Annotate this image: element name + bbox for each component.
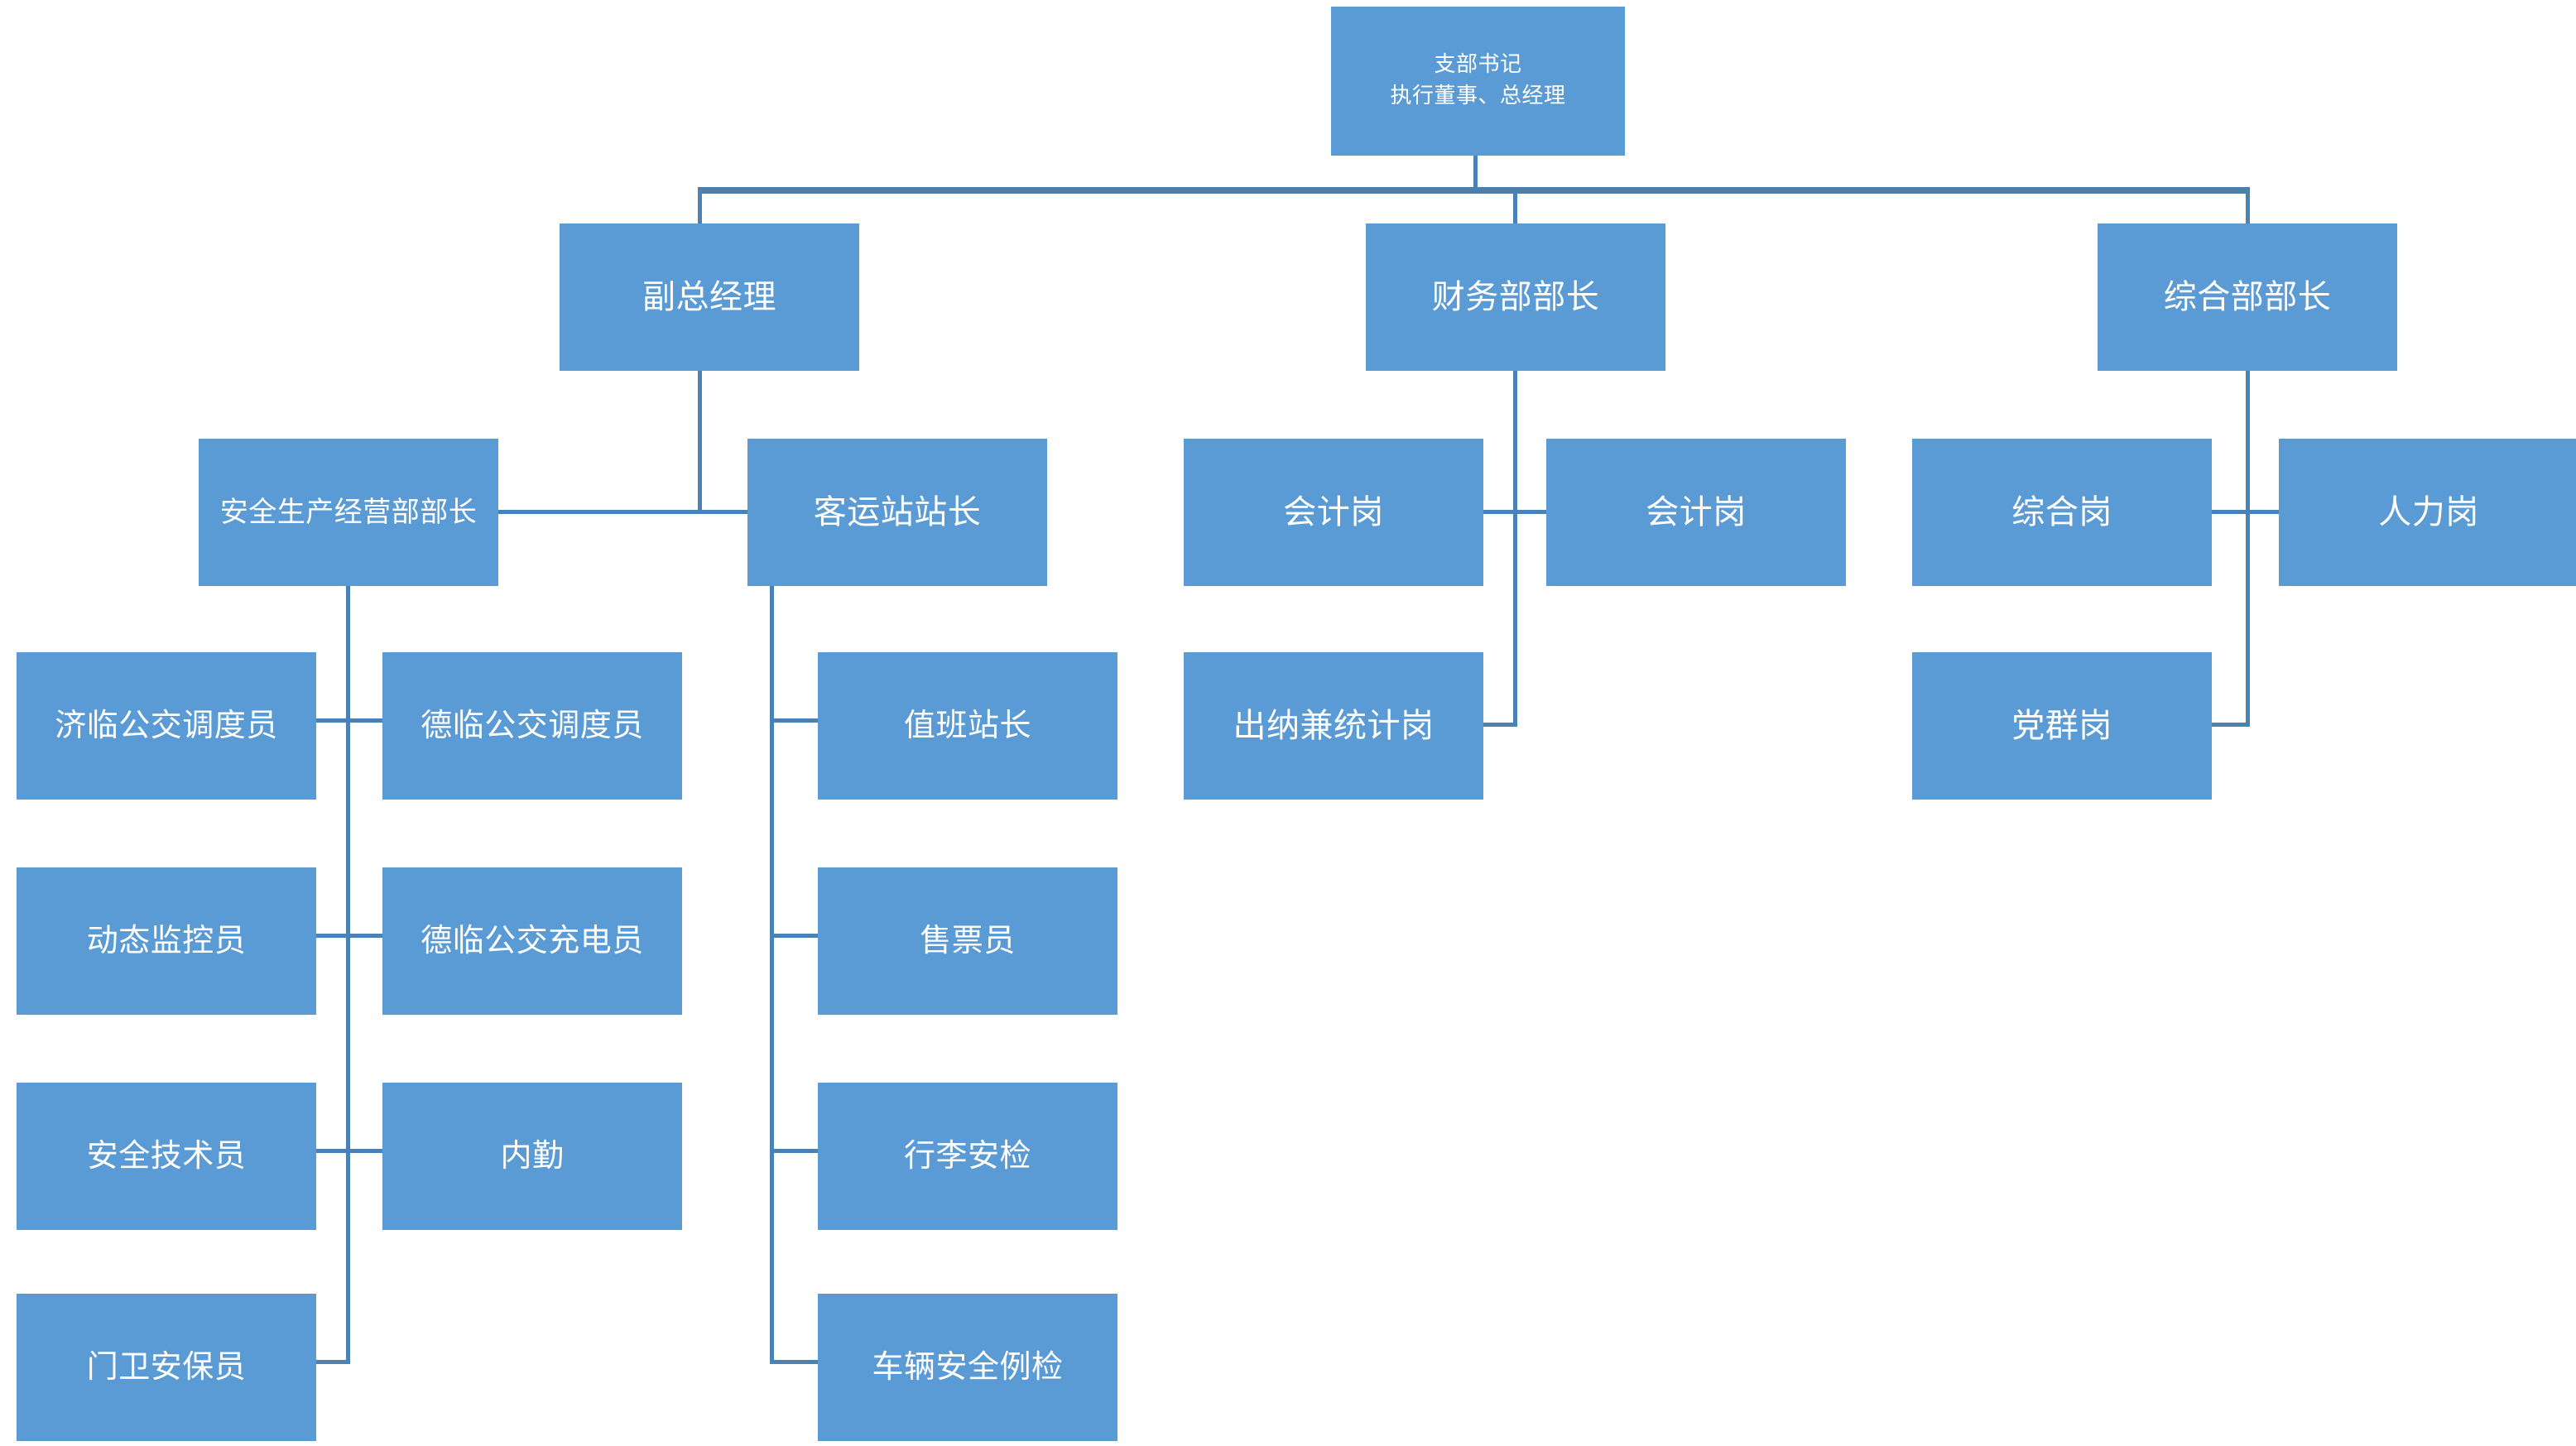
node-safety-production-head-label: 安全生产经营部部长	[219, 495, 478, 529]
node-delin-bus-dispatcher-label: 德临公交调度员	[421, 707, 644, 744]
node-delin-bus-charger[interactable]: 德临公交充电员	[382, 867, 682, 1015]
node-dynamic-monitor-label: 动态监控员	[86, 922, 247, 959]
node-delin-bus-dispatcher[interactable]: 德临公交调度员	[382, 652, 682, 800]
node-baggage-security-check[interactable]: 行李安检	[818, 1083, 1117, 1230]
node-human-resources-post-label: 人力岗	[2378, 493, 2479, 531]
node-admin-department-head[interactable]: 综合部部长	[2098, 223, 2397, 371]
node-gate-security-guard-label: 门卫安保员	[86, 1348, 247, 1386]
node-party-mass-work-post-label: 党群岗	[2011, 707, 2112, 745]
connector-admin-spine	[2246, 371, 2250, 727]
node-station-master-label: 客运站站长	[813, 493, 982, 531]
node-delin-bus-charger-label: 德临公交充电员	[421, 922, 644, 959]
connector-finance-stub-right-1	[1513, 510, 1546, 514]
node-general-affairs-post-label: 综合岗	[2011, 493, 2112, 531]
connector-safety-stub-left-3	[316, 1149, 349, 1153]
node-accountant-post-1-label: 会计岗	[1283, 493, 1384, 531]
connector-safety-stub-right-2	[346, 934, 382, 938]
connector-vice-gm-spine	[698, 371, 702, 513]
connector-root-stem	[1473, 154, 1478, 190]
connector-level2-bus	[698, 187, 2250, 194]
connector-admin-stub-left-1	[2212, 510, 2248, 514]
node-office-clerk-label: 内勤	[500, 1137, 565, 1175]
node-ticket-seller-label: 售票员	[920, 922, 1016, 959]
node-vehicle-safety-inspection-label: 车辆安全例检	[872, 1348, 1064, 1386]
node-duty-station-master[interactable]: 值班站长	[818, 652, 1117, 800]
connector-finance-stub-left-1	[1482, 510, 1516, 514]
connector-drop-admin	[2246, 190, 2250, 225]
node-office-clerk[interactable]: 内勤	[382, 1083, 682, 1230]
connector-finance-stub-cashier	[1482, 723, 1516, 727]
connector-drop-vice-gm	[698, 190, 702, 225]
node-party-mass-work-post[interactable]: 党群岗	[1912, 652, 2212, 800]
node-finance-department-head[interactable]: 财务部部长	[1366, 223, 1665, 371]
node-safety-technician[interactable]: 安全技术员	[17, 1083, 316, 1230]
node-safety-production-head[interactable]: 安全生产经营部部长	[199, 439, 498, 586]
connector-safety-stub-left-1	[316, 718, 349, 723]
connector-station-spine	[770, 586, 774, 1364]
node-vice-general-manager-label: 副总经理	[642, 278, 776, 316]
connector-safety-stub-left-4	[316, 1360, 349, 1364]
node-accountant-post-2[interactable]: 会计岗	[1546, 439, 1846, 586]
node-jilin-bus-dispatcher[interactable]: 济临公交调度员	[17, 652, 316, 800]
node-accountant-post-1[interactable]: 会计岗	[1184, 439, 1483, 586]
connector-safety-spine	[346, 586, 350, 1364]
node-baggage-security-check-label: 行李安检	[903, 1137, 1031, 1175]
node-duty-station-master-label: 值班站长	[903, 707, 1031, 744]
node-accountant-post-2-label: 会计岗	[1646, 493, 1747, 531]
connector-station-stub-1	[770, 718, 818, 723]
node-jilin-bus-dispatcher-label: 济临公交调度员	[55, 707, 278, 744]
node-party-secretary-line2: 执行董事、总经理	[1390, 84, 1566, 108]
node-cashier-statistics-post-label: 出纳兼统计岗	[1233, 707, 1435, 745]
node-finance-department-head-label: 财务部部长	[1431, 278, 1600, 316]
node-cashier-statistics-post[interactable]: 出纳兼统计岗	[1184, 652, 1483, 800]
connector-vice-gm-to-safety	[497, 510, 699, 514]
connector-vice-gm-to-station	[698, 510, 749, 514]
connector-station-stub-3	[770, 1149, 818, 1153]
connector-station-stub-4	[770, 1360, 818, 1364]
node-vice-general-manager[interactable]: 副总经理	[560, 223, 859, 371]
connector-station-stub-2	[770, 934, 818, 938]
node-party-secretary[interactable]: 支部书记 执行董事、总经理	[1331, 7, 1625, 156]
connector-safety-stub-right-1	[346, 718, 382, 723]
connector-finance-spine	[1513, 371, 1517, 727]
node-gate-security-guard[interactable]: 门卫安保员	[17, 1294, 316, 1441]
node-admin-department-head-label: 综合部部长	[2163, 278, 2332, 316]
node-human-resources-post[interactable]: 人力岗	[2279, 439, 2576, 586]
node-dynamic-monitor[interactable]: 动态监控员	[17, 867, 316, 1015]
node-safety-technician-label: 安全技术员	[86, 1137, 247, 1175]
connector-safety-stub-left-2	[316, 934, 349, 938]
connector-admin-stub-right-1	[2246, 510, 2279, 514]
connector-safety-stub-right-3	[346, 1149, 382, 1153]
node-party-secretary-line1: 支部书记	[1434, 52, 1522, 78]
node-ticket-seller[interactable]: 售票员	[818, 867, 1117, 1015]
node-vehicle-safety-inspection[interactable]: 车辆安全例检	[818, 1294, 1117, 1441]
connector-admin-stub-party	[2212, 723, 2248, 727]
connector-drop-finance	[1513, 190, 1517, 225]
node-general-affairs-post[interactable]: 综合岗	[1912, 439, 2212, 586]
node-station-master[interactable]: 客运站站长	[747, 439, 1047, 586]
